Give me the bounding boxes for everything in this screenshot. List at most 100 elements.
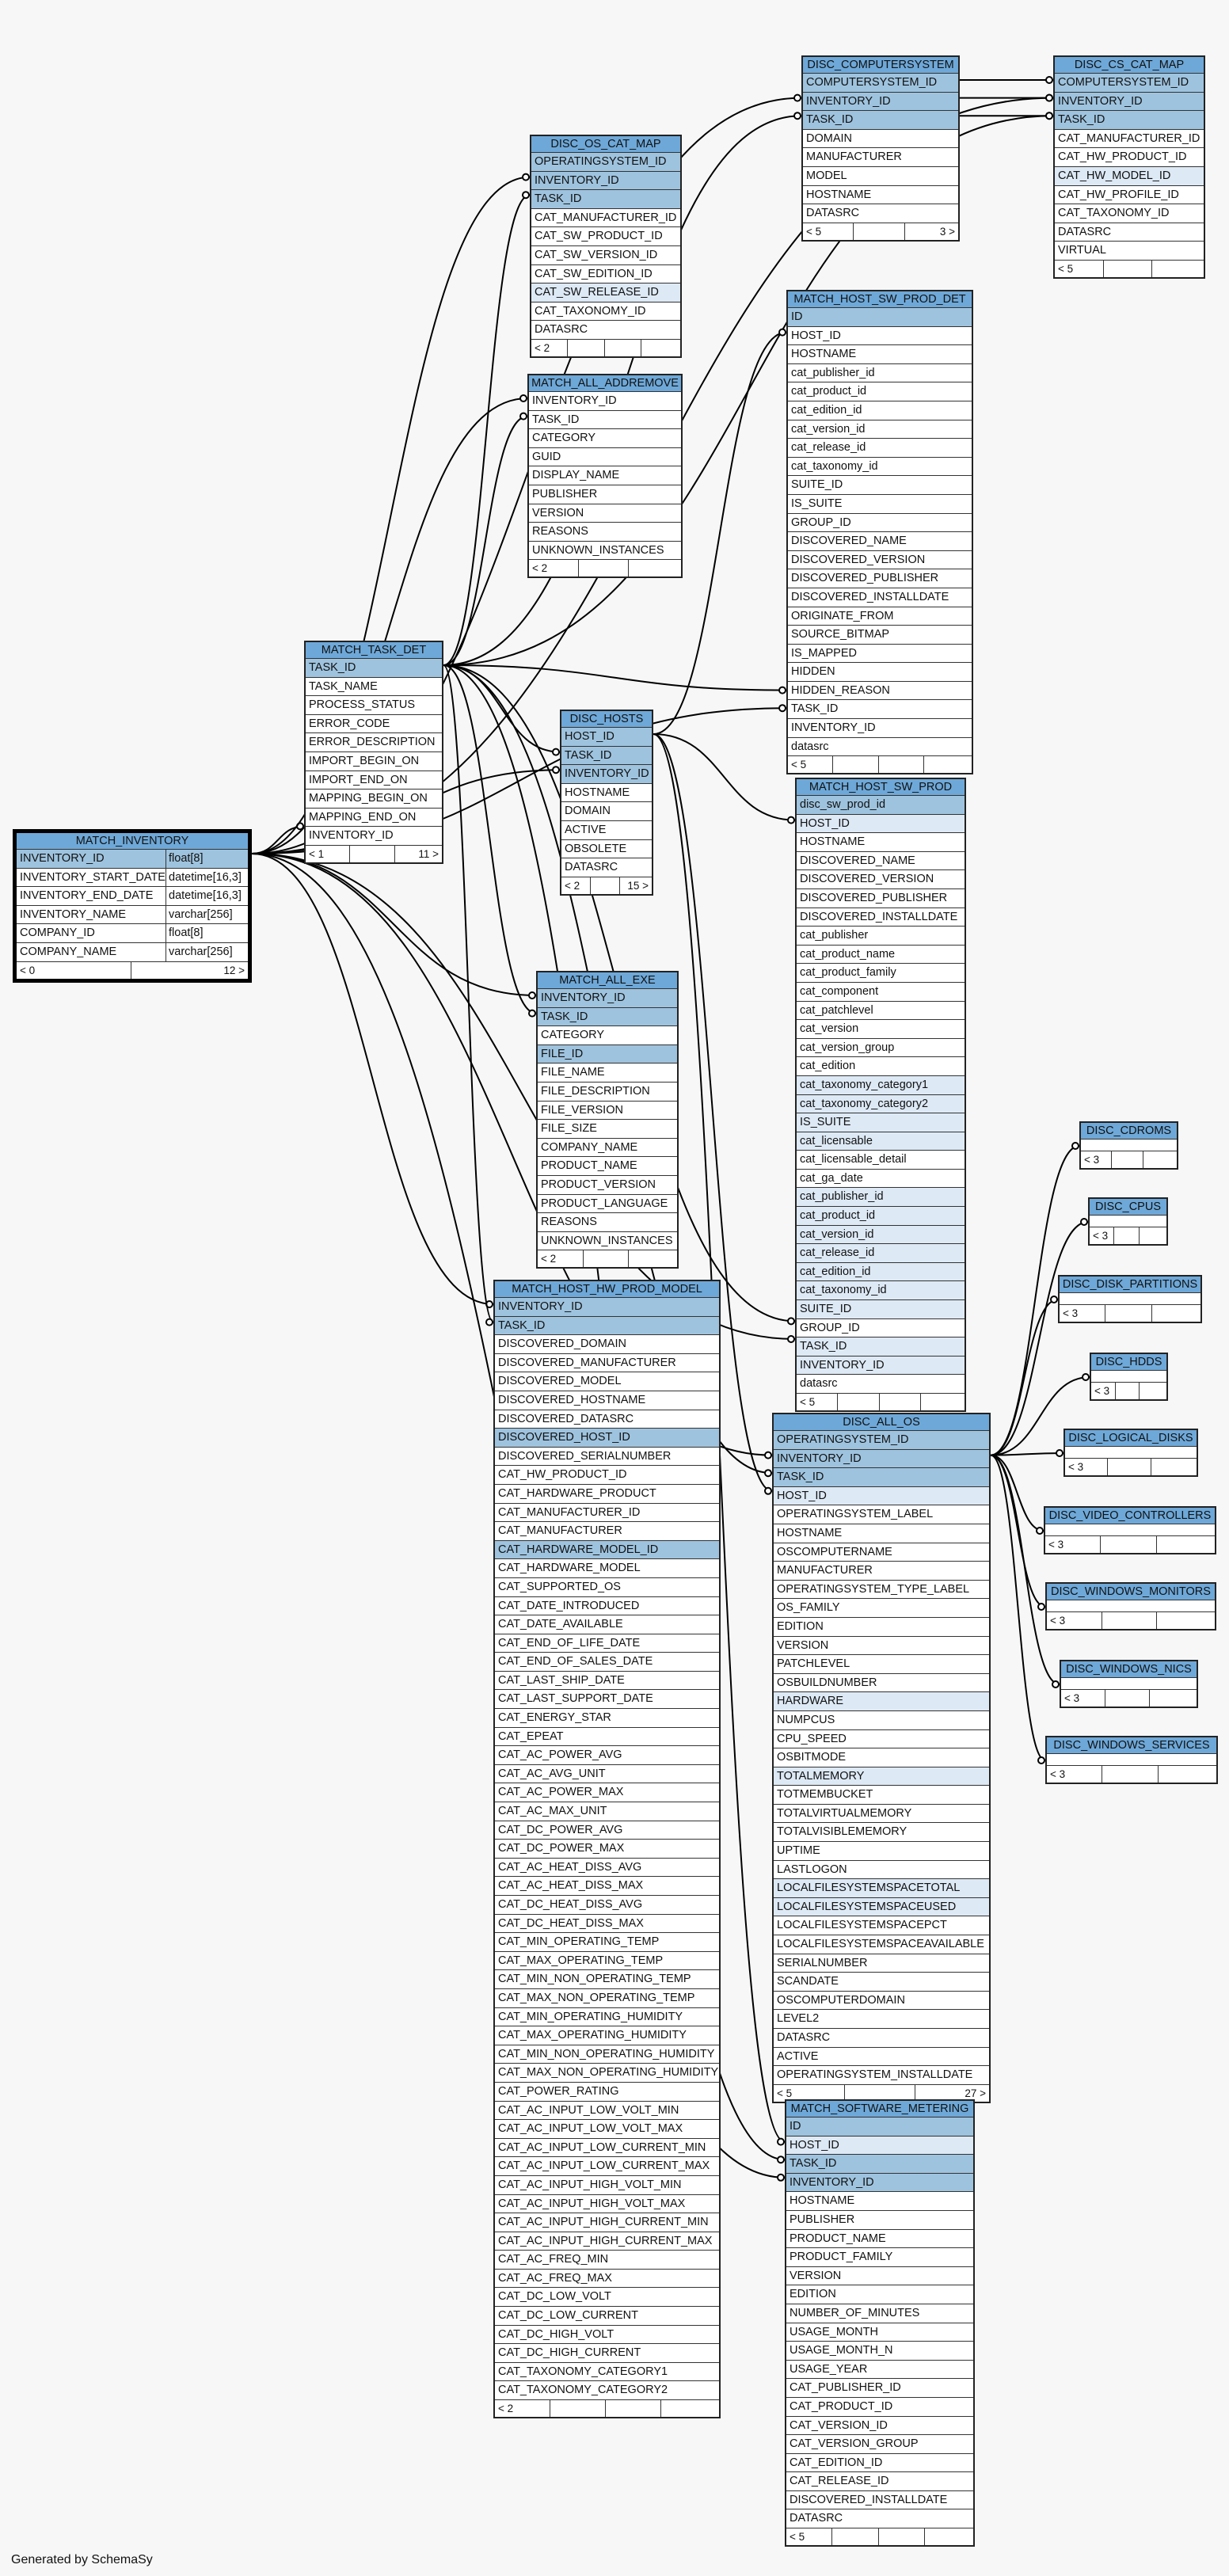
table-name[interactable]: DISC_OS_CAT_MAP <box>531 136 680 153</box>
relationship-count[interactable]: < 5 <box>803 223 854 240</box>
table-name[interactable]: MATCH_ALL_EXE <box>538 972 677 989</box>
table-name[interactable]: MATCH_HOST_HW_PROD_MODEL <box>495 1281 719 1298</box>
table-name[interactable]: MATCH_SOFTWARE_METERING <box>786 2101 973 2117</box>
relationship-count[interactable] <box>1114 1227 1140 1244</box>
relationship-count[interactable]: < 3 <box>1081 1151 1113 1168</box>
relationship-count[interactable] <box>925 2528 973 2545</box>
relationship-count[interactable] <box>879 756 924 774</box>
table-disc-cpus[interactable]: DISC_CPUS < 3 <box>1088 1197 1168 1246</box>
relationship-count[interactable] <box>629 1250 677 1267</box>
relationship-count[interactable] <box>1150 1690 1197 1707</box>
relationship-count[interactable]: < 3 <box>1045 1536 1102 1553</box>
relationship-count[interactable]: < 2 <box>538 1250 584 1268</box>
relationship-count[interactable] <box>641 340 680 356</box>
table-disc-windows-nics[interactable]: DISC_WINDOWS_NICS < 3 <box>1060 1660 1198 1708</box>
relationship-count[interactable] <box>1102 1766 1159 1783</box>
relationship-count[interactable]: < 5 <box>797 1394 839 1410</box>
relationship-count[interactable]: < 3 <box>1090 1227 1115 1244</box>
relationship-count[interactable] <box>1140 1383 1166 1399</box>
table-name[interactable]: DISC_LOGICAL_DISKS <box>1065 1430 1197 1447</box>
table-name[interactable]: DISC_CPUS <box>1090 1199 1166 1216</box>
relationship-count[interactable]: < 1 <box>306 845 351 862</box>
relationship-count[interactable] <box>550 2400 606 2418</box>
relationship-count[interactable] <box>1143 1151 1177 1168</box>
relationship-count[interactable] <box>1112 1151 1143 1168</box>
relationship-count[interactable]: < 3 <box>1091 1383 1116 1399</box>
relationship-count[interactable] <box>924 756 972 773</box>
relationship-count[interactable] <box>1152 1305 1200 1322</box>
relationship-count[interactable] <box>1105 1690 1150 1707</box>
relationship-count[interactable]: < 0 <box>17 961 131 979</box>
relationship-count[interactable] <box>832 2528 879 2546</box>
table-name[interactable]: MATCH_HOST_SW_PROD_DET <box>788 291 972 308</box>
table-disc-cdroms[interactable]: DISC_CDROMS < 3 <box>1079 1121 1178 1170</box>
relationship-count[interactable] <box>1105 1305 1152 1322</box>
relationship-count[interactable] <box>584 1250 630 1268</box>
relationship-count[interactable] <box>1140 1227 1166 1244</box>
relationship-count[interactable] <box>1152 261 1204 277</box>
relationship-count[interactable]: < 2 <box>561 877 591 894</box>
table-disc-windows-monitors[interactable]: DISC_WINDOWS_MONITORS < 3 <box>1045 1582 1216 1630</box>
table-name[interactable]: MATCH_HOST_SW_PROD <box>797 779 965 796</box>
relationship-count[interactable] <box>845 2084 916 2102</box>
relationship-count[interactable] <box>591 877 620 894</box>
table-name[interactable]: MATCH_ALL_ADDREMOVE <box>529 375 681 392</box>
relationship-count[interactable] <box>833 756 879 774</box>
table-name[interactable]: MATCH_INVENTORY <box>17 833 248 850</box>
relationship-count[interactable] <box>1102 1612 1158 1629</box>
relationship-count[interactable] <box>921 1394 965 1410</box>
relationship-count[interactable]: < 3 <box>1047 1612 1102 1629</box>
table-name[interactable]: DISC_CS_CAT_MAP <box>1055 57 1204 74</box>
table-disc-windows-services[interactable]: DISC_WINDOWS_SERVICES < 3 <box>1045 1736 1218 1784</box>
relationship-count[interactable]: 15 > <box>627 879 649 892</box>
table-disc-logical-disks[interactable]: DISC_LOGICAL_DISKS < 3 <box>1063 1429 1198 1477</box>
relationship-count[interactable] <box>568 339 605 356</box>
table-name[interactable]: DISC_COMPUTERSYSTEM <box>803 57 958 74</box>
relationship-count[interactable] <box>1159 1766 1216 1783</box>
table-name[interactable]: DISC_WINDOWS_SERVICES <box>1047 1737 1216 1754</box>
relationship-count[interactable] <box>880 1394 921 1410</box>
relationship-count[interactable]: < 3 <box>1047 1766 1103 1783</box>
relationship-count[interactable] <box>1157 1612 1215 1629</box>
relationship-count[interactable] <box>1108 1459 1151 1475</box>
relationship-count[interactable]: < 3 <box>1060 1305 1106 1322</box>
table-name[interactable]: DISC_WINDOWS_MONITORS <box>1047 1584 1215 1600</box>
relationship-count[interactable] <box>1157 1536 1215 1553</box>
table-name[interactable]: DISC_WINDOWS_NICS <box>1061 1661 1197 1678</box>
relationship-count[interactable]: < 5 <box>1055 260 1104 277</box>
table-name[interactable]: DISC_HOSTS <box>561 711 652 728</box>
table-name[interactable]: DISC_CDROMS <box>1081 1123 1177 1140</box>
table-name[interactable]: DISC_VIDEO_CONTROLLERS <box>1045 1508 1215 1524</box>
relationship-count[interactable] <box>1151 1459 1197 1475</box>
relationship-count[interactable] <box>1101 1536 1157 1553</box>
relationship-count[interactable]: < 3 <box>1061 1690 1105 1707</box>
relationship-count[interactable]: < 5 <box>786 2528 833 2546</box>
table-name[interactable]: MATCH_TASK_DET <box>306 642 442 659</box>
relationship-count[interactable]: < 3 <box>1065 1459 1109 1475</box>
relationship-count[interactable] <box>879 2528 925 2546</box>
relationship-count[interactable] <box>854 223 905 240</box>
relationship-count[interactable]: < 5 <box>774 2084 845 2102</box>
table-name[interactable]: DISC_ALL_OS <box>774 1414 989 1431</box>
relationship-count[interactable]: < 5 <box>788 756 834 774</box>
relationship-count[interactable]: 27 > <box>965 2087 987 2099</box>
relationship-count[interactable] <box>661 2400 719 2417</box>
relationship-count[interactable]: 12 > <box>223 964 245 976</box>
relationship-count[interactable] <box>606 2400 661 2418</box>
relationship-count[interactable]: < 2 <box>529 560 579 577</box>
relationship-count[interactable] <box>1116 1383 1140 1399</box>
relationship-count[interactable] <box>579 560 629 577</box>
relationship-count[interactable]: < 2 <box>495 2400 550 2418</box>
relationship-count[interactable] <box>629 560 681 576</box>
